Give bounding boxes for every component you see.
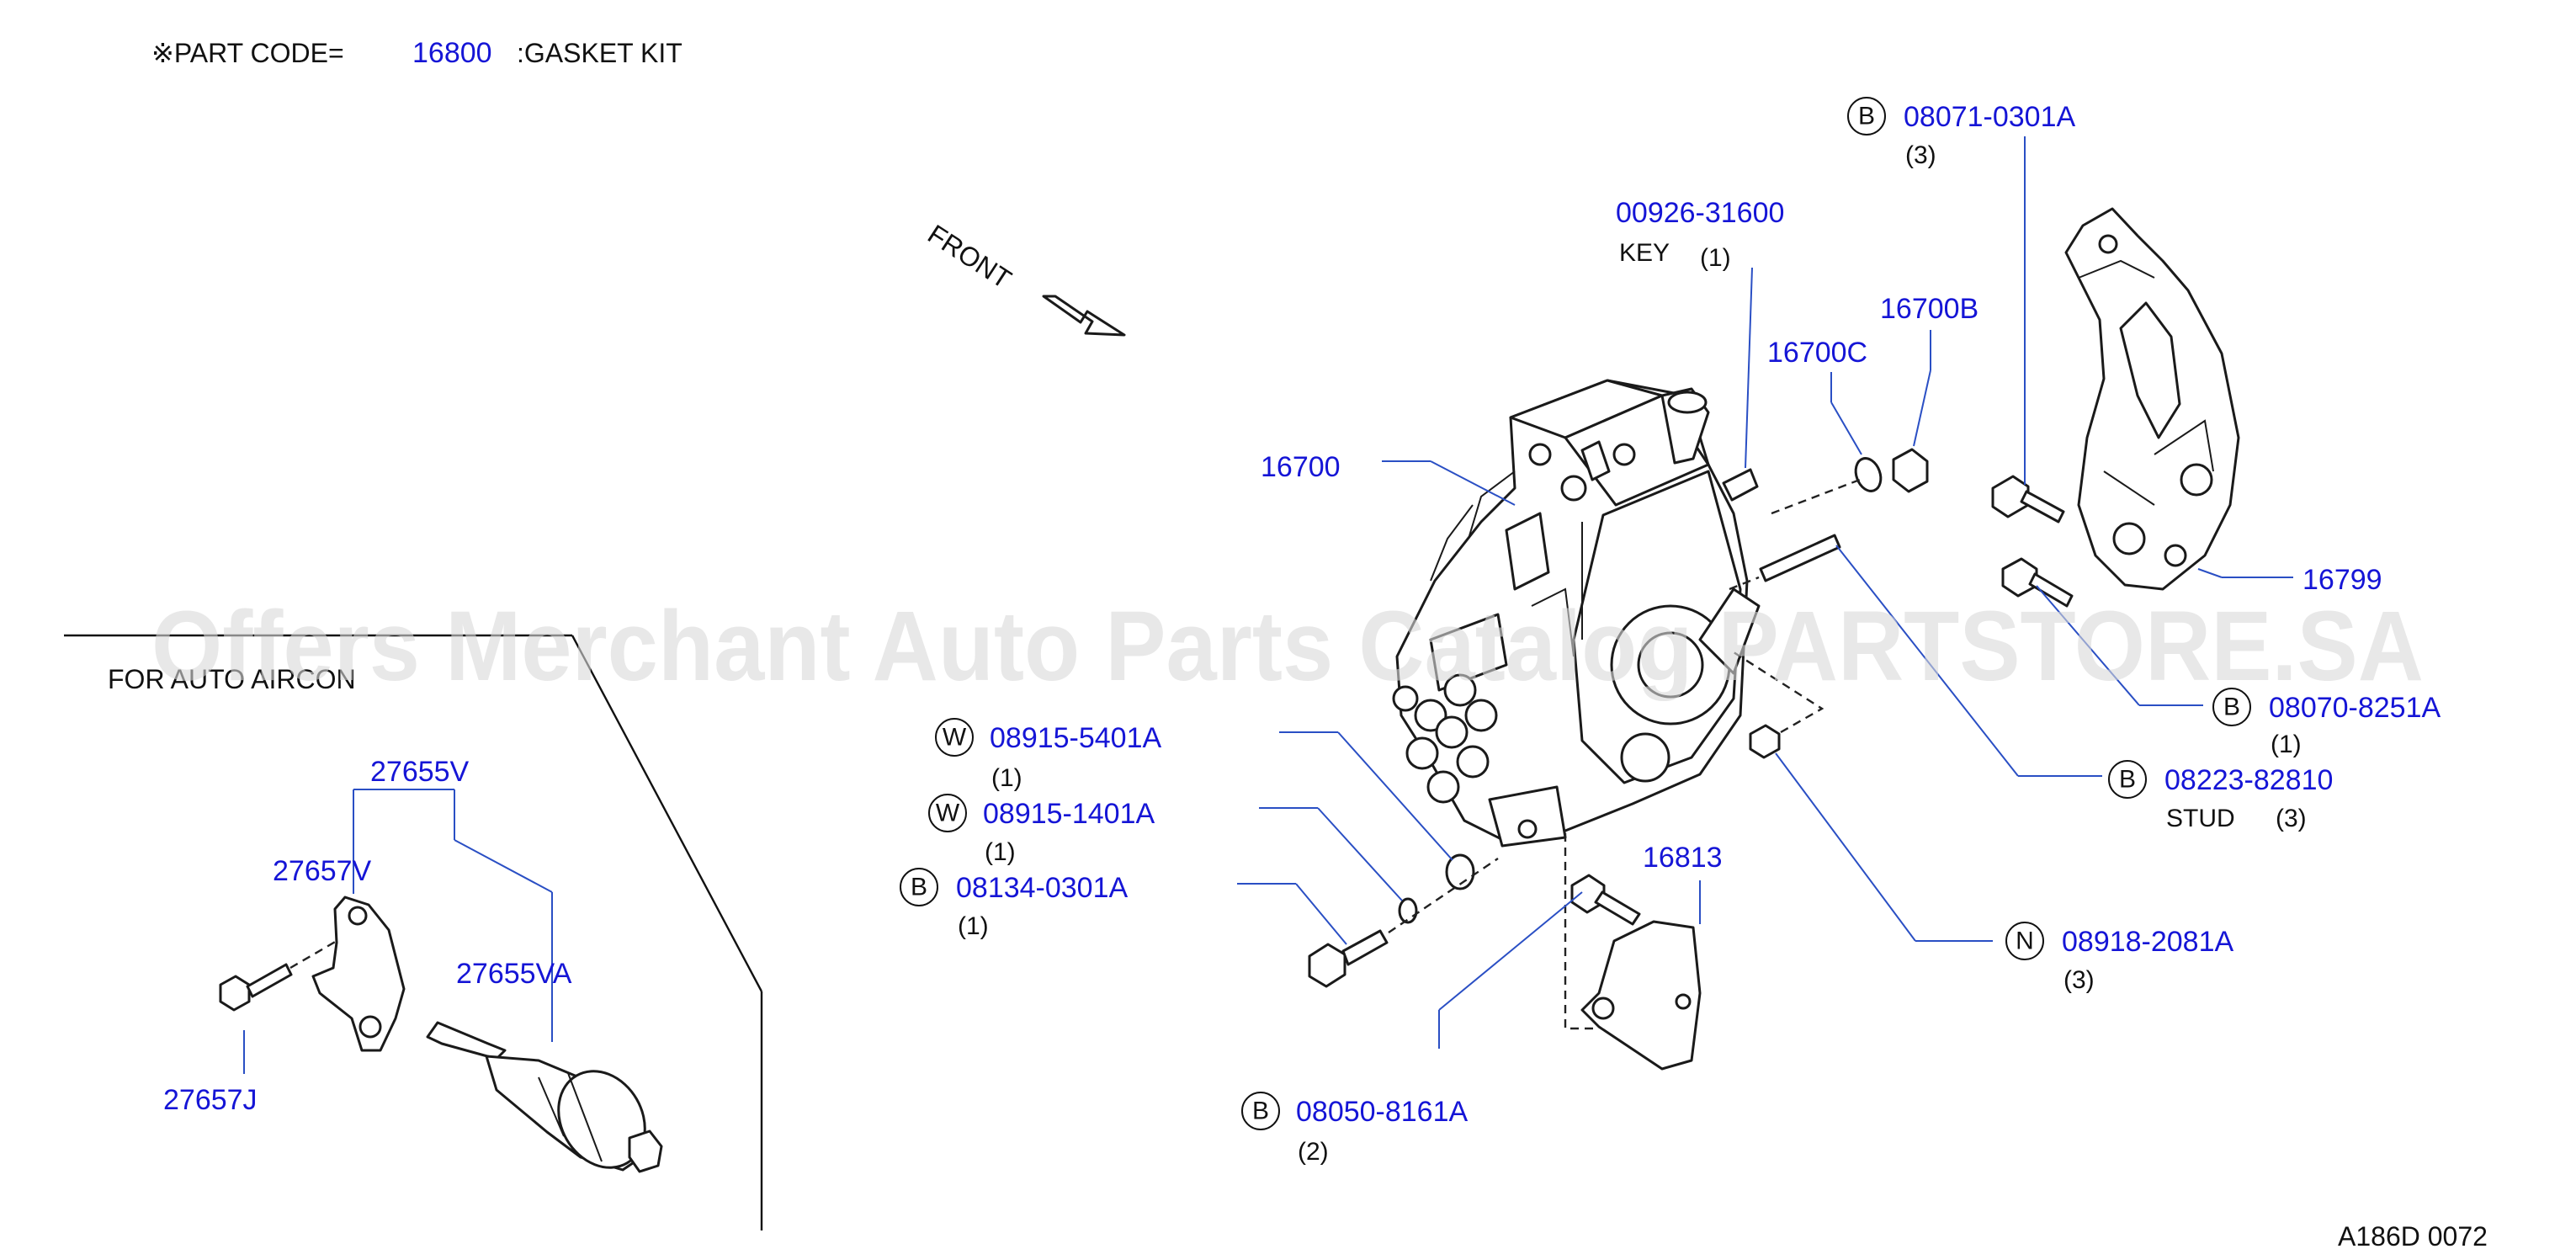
aircon-actuator-part xyxy=(426,1021,663,1173)
injection-pump-drawing xyxy=(1392,379,1761,848)
part-number-link[interactable]: 16700B xyxy=(1880,293,1978,325)
shaft-washer-part xyxy=(1854,457,1883,492)
part-code-prefix: ※PART CODE= xyxy=(151,38,344,68)
aircon-bolt-centerline xyxy=(289,939,337,970)
part-number-link[interactable]: 08918-2081A xyxy=(2062,926,2234,958)
callout-circle xyxy=(928,794,967,832)
bracket-bolt-lower xyxy=(2001,557,2074,608)
callout-circle-letter: N xyxy=(2016,927,2034,955)
lower-bracket-part xyxy=(1580,920,1702,1071)
pump-bracket-drawing xyxy=(2064,207,2240,591)
stud-nut-part xyxy=(1749,724,1781,759)
part-quantity: (1) xyxy=(958,912,989,940)
part-quantity: (3) xyxy=(1905,141,1936,169)
callout-circle xyxy=(2005,922,2044,960)
callout-circle xyxy=(2212,688,2251,726)
part-number-link[interactable]: 27655VA xyxy=(456,958,572,990)
part-quantity: (1) xyxy=(2271,731,2302,758)
front-arrow-icon xyxy=(1042,295,1126,337)
callout-circle-letter: B xyxy=(911,874,927,901)
drawing-code: A186D 0072 xyxy=(2338,1221,2488,1249)
callout-circle xyxy=(2108,760,2147,799)
part-number-link[interactable]: 27655V xyxy=(370,756,470,788)
part-number-link[interactable]: 08071-0301A xyxy=(1904,101,2076,133)
key-part xyxy=(1722,468,1759,502)
callout-circle xyxy=(1847,97,1886,136)
part-quantity: (1) xyxy=(991,764,1022,792)
part-number-link[interactable]: 08070-8251A xyxy=(2269,692,2441,724)
gasket-kit-name: :GASKET KIT xyxy=(517,38,683,68)
part-number-link[interactable]: 27657V xyxy=(273,855,372,887)
shaft-centerline xyxy=(1771,478,1861,515)
aircon-bracket-part xyxy=(311,896,406,1052)
stud-nut-guide xyxy=(1733,651,1824,734)
lower-bracket-bolt-part xyxy=(1570,874,1641,926)
part-quantity: (3) xyxy=(2063,966,2095,994)
lower-bracket-hole xyxy=(1591,997,1615,1020)
gasket-kit-code-link[interactable]: 16800 xyxy=(412,37,492,69)
part-number-link[interactable]: 08050-8161A xyxy=(1296,1096,1469,1128)
section-divider-diagonal xyxy=(571,635,763,992)
part-number-link[interactable]: 16799 xyxy=(2302,564,2382,596)
callout-circle-letter: B xyxy=(1252,1098,1269,1125)
callout-circle xyxy=(900,868,938,906)
shaft-nut-part xyxy=(1892,448,1929,493)
callout-circle-letter: B xyxy=(1858,103,1875,130)
callout-circle-letter: B xyxy=(2223,694,2240,721)
part-quantity: (1) xyxy=(1700,244,1731,272)
stud-centerline xyxy=(1729,576,1760,591)
part-number-link[interactable]: 16813 xyxy=(1643,842,1723,874)
bolt-centerline xyxy=(1388,858,1499,933)
part-number-link[interactable]: 27657J xyxy=(163,1084,258,1116)
front-label: FRONT xyxy=(922,219,1017,295)
leader-lines xyxy=(243,136,2293,1074)
washer-small-part xyxy=(1398,897,1418,924)
part-number-link[interactable]: 08915-1401A xyxy=(983,798,1155,830)
callout-circle xyxy=(935,718,974,757)
callout-circle-letter: B xyxy=(2119,766,2136,794)
part-number-link[interactable]: 00926-31600 xyxy=(1616,197,1784,229)
callout-circle xyxy=(1241,1092,1280,1130)
part-quantity: (2) xyxy=(1298,1138,1329,1166)
part-number-link[interactable]: 16700 xyxy=(1261,451,1341,483)
watermark: Offers Merchant Auto Parts Catalog PARTS… xyxy=(151,591,2424,702)
aircon-section-label: FOR AUTO AIRCON xyxy=(108,664,356,694)
lower-bracket-hole-2 xyxy=(1675,993,1692,1010)
part-quantity: (1) xyxy=(985,838,1016,866)
part-number-link[interactable]: 08134-0301A xyxy=(956,872,1129,904)
part-name: STUD xyxy=(2166,805,2235,832)
mounting-bolt-part xyxy=(1308,929,1389,988)
callout-circle-letter: W xyxy=(936,800,960,827)
aircon-bolt-part xyxy=(219,963,293,1012)
part-number-link[interactable]: 16700C xyxy=(1767,337,1867,369)
bracket-bolt-upper xyxy=(1991,475,2065,524)
part-name: KEY xyxy=(1619,239,1670,267)
lower-bracket-guide xyxy=(1564,833,1599,1030)
part-quantity: (3) xyxy=(2276,805,2307,832)
stud-part xyxy=(1759,534,1841,582)
part-number-link[interactable]: 08223-82810 xyxy=(2164,764,2333,796)
part-number-link[interactable]: 08915-5401A xyxy=(990,722,1162,754)
callout-circle-letter: W xyxy=(943,724,967,752)
